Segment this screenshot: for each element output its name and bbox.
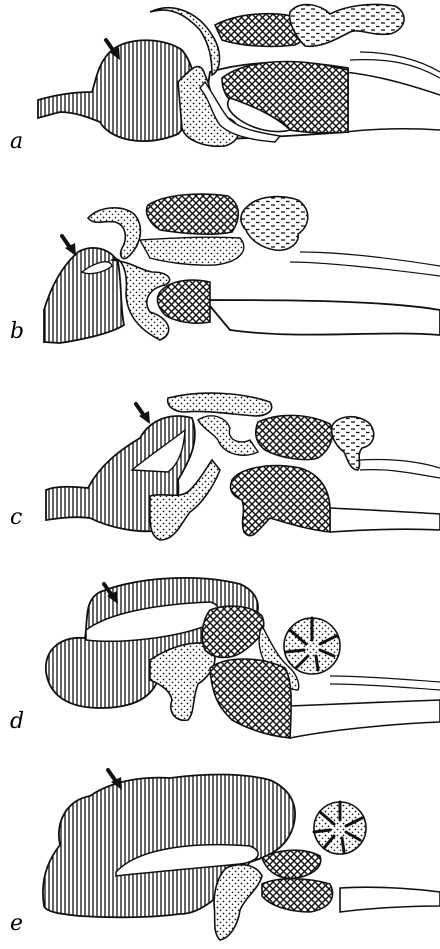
spinal-cord-b [205,300,440,335]
panel-b: b [10,194,440,344]
forebrain-e [43,775,295,918]
spinal-cord-c [330,508,440,532]
panel-e: e [10,770,440,940]
arrow-icon [136,404,150,424]
panel-label-b: b [10,319,24,344]
midbrain-e [262,850,321,878]
panel-label-a: a [10,129,23,154]
spinal-cord-e [340,887,440,912]
diencephalon-e [214,865,262,940]
cerebellum-b [241,197,308,251]
midbrain-c [256,415,333,459]
arrow-icon [62,236,76,256]
panel-a: a [10,4,440,154]
cerebellum-d [284,618,340,674]
panel-c: c [10,393,440,540]
cerebellum-a [290,4,404,46]
spinal-cord-a [345,72,440,132]
panel-label-e: e [10,911,23,936]
spinal-cord-d [290,700,440,738]
panel-label-c: c [10,505,22,530]
midbrain-b [147,194,239,234]
cerebellum-e [314,802,366,854]
midbrain-d [202,606,264,657]
cerebellum-c [332,417,374,470]
panel-label-d: d [10,709,24,734]
diencephalon-d [150,643,215,720]
panel-d: d [10,578,440,738]
forebrain-b [44,248,124,343]
